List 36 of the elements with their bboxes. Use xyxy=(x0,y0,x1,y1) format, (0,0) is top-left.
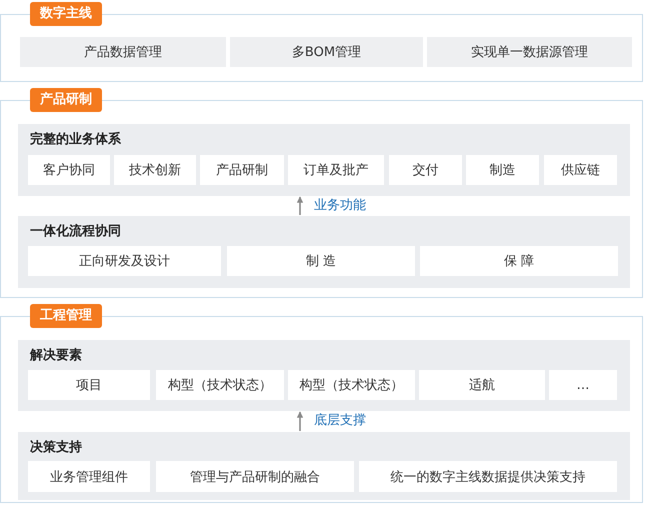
item-box: 保 障 xyxy=(420,246,618,276)
arrow xyxy=(296,196,304,215)
item-box: 技术创新 xyxy=(114,155,196,185)
section-heading-tab: 产品研制 xyxy=(30,88,102,112)
item-box: 正向研发及设计 xyxy=(28,246,221,276)
panel-heading: 决策支持 xyxy=(30,440,82,456)
item-box: 客户协同 xyxy=(28,155,110,185)
item-box: 构型（技术状态） xyxy=(156,370,284,400)
item-box: 制 造 xyxy=(227,246,415,276)
section-heading-tab: 数字主线 xyxy=(30,2,102,26)
item-box: 制造 xyxy=(466,155,539,185)
panel-heading: 一体化流程协同 xyxy=(30,224,121,240)
edge-label: 底层支撑 xyxy=(312,413,368,429)
section-heading-tab: 工程管理 xyxy=(30,304,102,328)
item-box: 供应链 xyxy=(544,155,617,185)
panel-heading: 完整的业务体系 xyxy=(30,132,121,148)
item-box: 交付 xyxy=(389,155,462,185)
group-panel xyxy=(18,216,630,288)
group-panel xyxy=(18,340,630,411)
item-box: 产品数据管理 xyxy=(20,37,226,67)
edge-label: 业务功能 xyxy=(312,198,368,214)
item-box: 多BOM管理 xyxy=(230,37,423,67)
item-box: 构型（技术状态） xyxy=(288,370,415,400)
item-box: 管理与产品研制的融合 xyxy=(156,461,354,492)
group-panel xyxy=(18,124,630,196)
item-box: 订单及批产 xyxy=(288,155,384,185)
item-box: 适航 xyxy=(419,370,545,400)
item-box: 项目 xyxy=(28,370,150,400)
item-box: 统一的数字主线数据提供决策支持 xyxy=(359,461,617,492)
arrow xyxy=(296,411,304,431)
item-box: 业务管理组件 xyxy=(28,461,150,492)
item-box: 产品研制 xyxy=(200,155,284,185)
group-panel xyxy=(18,432,630,500)
item-box: … xyxy=(549,370,617,400)
panel-heading: 解决要素 xyxy=(30,348,82,364)
item-box: 实现单一数据源管理 xyxy=(427,37,632,67)
